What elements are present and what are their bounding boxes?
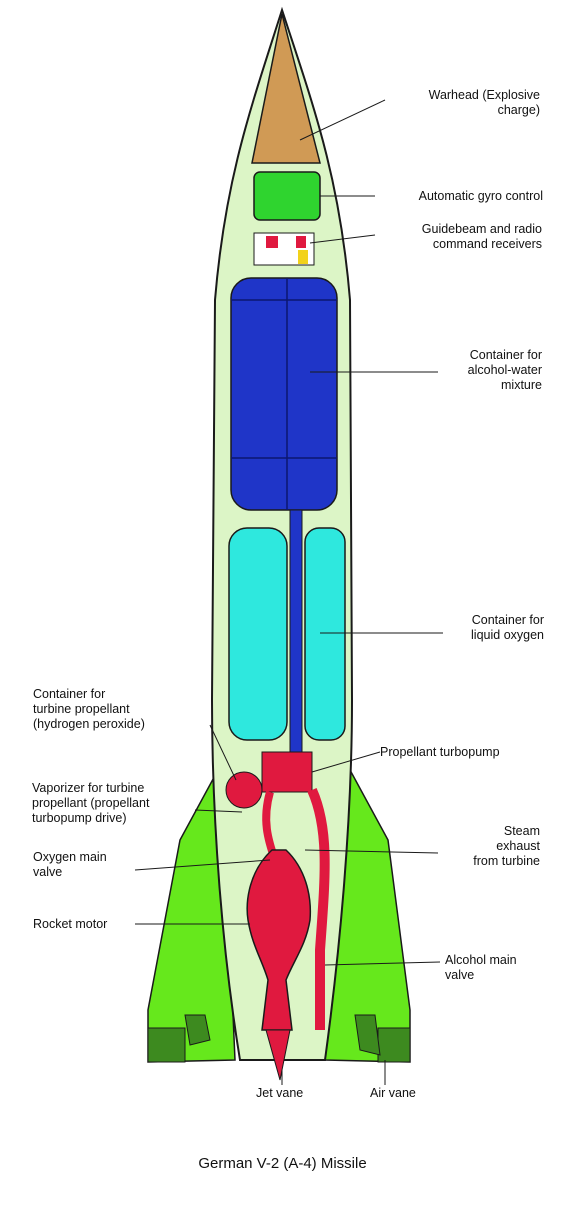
gyro-unit bbox=[253, 171, 321, 221]
figure-caption: German V-2 (A-4) Missile bbox=[198, 1155, 367, 1172]
label-turbine-propellant: Container for turbine propellant (hydrog… bbox=[33, 687, 145, 731]
label-steam-exhaust: Steam exhaust from turbine bbox=[473, 824, 540, 868]
left-fin-tip bbox=[147, 1027, 186, 1063]
label-guidebeam: Guidebeam and radio command receivers bbox=[421, 222, 542, 251]
rocket-motor bbox=[246, 849, 312, 1031]
alcohol-feed-pipe bbox=[289, 509, 303, 771]
oxygen-tank-left bbox=[228, 527, 288, 741]
peroxide-sphere bbox=[225, 771, 263, 809]
label-gyro: Automatic gyro control bbox=[418, 189, 543, 203]
label-oxygen-container: Container for liquid oxygen bbox=[471, 613, 544, 642]
label-turbopump: Propellant turbopump bbox=[380, 745, 500, 759]
alcohol-pipe bbox=[307, 787, 330, 1030]
label-oxygen-valve: Oxygen main valve bbox=[33, 850, 107, 879]
label-alcohol-valve: Alcohol main valve bbox=[445, 953, 517, 982]
alcohol-tank bbox=[230, 277, 338, 511]
label-alcohol-container: Container for alcohol-water mixture bbox=[467, 348, 542, 392]
right-air-vane bbox=[354, 1014, 381, 1056]
right-fin-tip bbox=[377, 1027, 411, 1063]
label-jet-vane: Jet vane bbox=[256, 1086, 304, 1100]
nozzle bbox=[265, 1029, 291, 1081]
label-warhead: Warhead (Explosive charge) bbox=[428, 88, 540, 117]
left-air-vane bbox=[184, 1014, 211, 1046]
oxygen-tank-right bbox=[304, 527, 346, 741]
label-air-vane: Air vane bbox=[370, 1086, 416, 1100]
label-rocket-motor: Rocket motor bbox=[33, 917, 108, 931]
receiver-yellow bbox=[298, 250, 308, 264]
warhead-shape bbox=[251, 13, 321, 164]
turbopump bbox=[261, 751, 313, 793]
label-vaporizer: Vaporizer for turbine propellant (propel… bbox=[32, 781, 150, 825]
receiver-red bbox=[266, 236, 278, 248]
receiver-red2 bbox=[296, 236, 306, 248]
